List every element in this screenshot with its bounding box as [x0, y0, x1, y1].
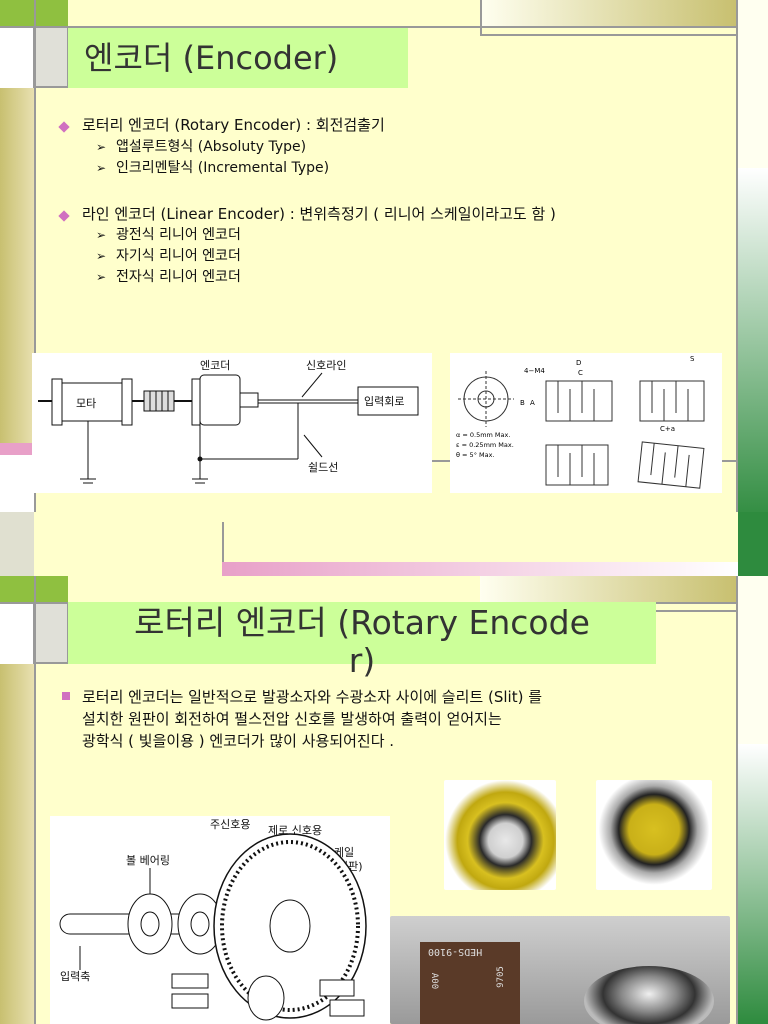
coupling-b-label: B	[520, 399, 525, 407]
zero-signal-label: 제로 신호용	[268, 824, 322, 837]
encoder-wiring-diagram: 모타 엔코더 신호라인 입력회로 쉴드선	[32, 353, 432, 493]
deco-green-right	[738, 168, 768, 512]
slide-2-body: 로터리 엔코더는 일반적으로 발광소자와 수광소자 사이에 슬리트 (Slit)…	[50, 686, 730, 752]
coupling-4m4-label: 4−M4	[524, 367, 545, 375]
deco-right-top	[738, 0, 768, 168]
deco-line-top	[0, 26, 768, 28]
slide-1-title: 엔코더 (Encoder)	[68, 28, 408, 88]
input-circuit-label: 입력회로	[364, 395, 404, 408]
deco-line-top3	[480, 34, 768, 36]
deco-olive-left	[0, 88, 34, 443]
sub-photoelectric: ➢광전식 리니어 엔코더	[96, 227, 241, 243]
signal-line-label: 신호라인	[306, 359, 346, 372]
square-bullet-icon	[62, 692, 70, 700]
coupling-drawing: 4−M4 D C B A S C+a α = 0.5mm Max. ε = 0.…	[450, 353, 722, 493]
deco-gradient-top	[480, 0, 736, 26]
deco-line-right	[736, 0, 738, 512]
encoder-label: 엔코더	[200, 359, 230, 372]
deco-pink-left	[0, 443, 34, 455]
coupling-spec-2: ε = 0.25mm Max.	[456, 441, 514, 449]
slide-2: 로터리 엔코더 (Rotary Encode r) 로터리 엔코더는 일반적으로…	[0, 576, 768, 1024]
bullet-linear: 라인 엔코더 (Linear Encoder) : 변위측정기 ( 리니어 스케…	[50, 204, 750, 224]
deco-square	[33, 26, 69, 88]
deco-square-2	[33, 602, 69, 664]
disc-hub-photo	[584, 966, 714, 1024]
deco-line-top2	[480, 0, 482, 36]
bearing-label: 볼 베어링	[126, 854, 170, 867]
deco-line-left	[34, 0, 36, 512]
arrow-bullet-icon: ➢	[96, 228, 107, 242]
coupling-d-label: D	[576, 359, 581, 367]
arrow-bullet-icon: ➢	[96, 249, 107, 263]
rotary-encoder-diagram: 주신호용 제로 신호용 메인 스케일 (펄스 원판) 볼 베어링 입력축	[50, 816, 390, 1024]
diamond-bullet-icon	[58, 210, 70, 222]
coupling-cpa-label: C+a	[660, 425, 675, 433]
slide-gap	[0, 512, 768, 576]
input-shaft-label: 입력축	[60, 970, 90, 983]
coupling-c-label: C	[578, 369, 583, 377]
sub-incremental: ➢인크리멘탈식 (Incremental Type)	[96, 160, 330, 176]
coupling-spec-3: θ = 5° Max.	[456, 451, 495, 459]
coupling-a-label: A	[530, 399, 535, 407]
slide-1: 엔코더 (Encoder) 로터리 엔코더 (Rotary Encoder) :…	[0, 0, 768, 512]
arrow-bullet-icon: ➢	[96, 140, 107, 154]
coupling-spec-1: α = 0.5mm Max.	[456, 431, 510, 439]
coupling-s-label: S	[690, 355, 695, 363]
motor-label: 모타	[76, 397, 96, 410]
slide-2-title: 로터리 엔코더 (Rotary Encode r)	[68, 602, 656, 680]
sub-absolute: ➢앱설루트형식 (Absoluty Type)	[96, 139, 307, 155]
diamond-bullet-icon	[58, 121, 70, 133]
receiver-label: 주신호용	[210, 818, 250, 831]
sub-magnetic: ➢자기식 리니어 엔코더	[96, 248, 241, 264]
sensor-photo: HEDS-9100 A00 9705	[390, 916, 730, 1024]
encoder-photo-1	[444, 780, 556, 890]
arrow-bullet-icon: ➢	[96, 161, 107, 175]
shield-wire-label: 쉴드선	[308, 461, 338, 474]
encoder-photo-2	[596, 780, 712, 890]
arrow-bullet-icon: ➢	[96, 270, 107, 284]
deco-olive-left-2	[0, 664, 34, 1024]
sub-electronic: ➢전자식 리니어 엔코더	[96, 269, 241, 285]
bullet-rotary: 로터리 엔코더 (Rotary Encoder) : 회전검출기	[50, 115, 730, 135]
sensor-chip: HEDS-9100 A00 9705	[420, 942, 520, 1024]
